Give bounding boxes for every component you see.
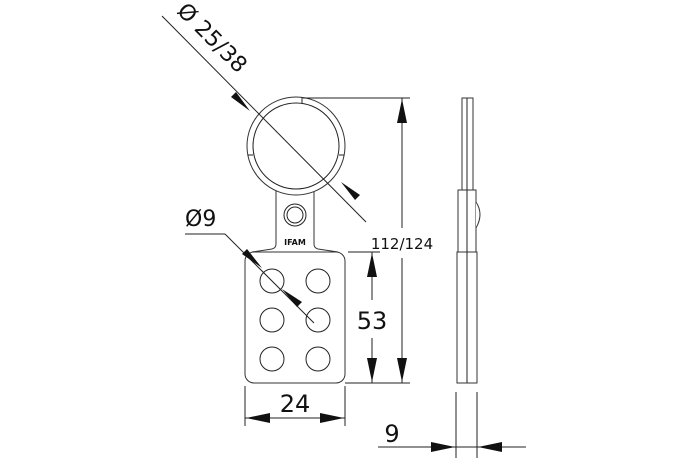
thickness-dimension: 9: [378, 392, 526, 458]
hole-diameter-label: Ø9: [185, 207, 216, 232]
front-view: IFAM: [244, 96, 346, 384]
padlock-hole: [305, 346, 331, 372]
ring-outer: [246, 96, 346, 196]
hasp-plate: [244, 251, 346, 384]
plate-width-label: 24: [280, 390, 311, 418]
padlock-hole: [259, 346, 285, 372]
padlock-hole: [259, 307, 285, 333]
hole-diameter-dimension: Ø9: [185, 207, 315, 324]
pivot-rivet-inner: [286, 206, 304, 224]
overall-height-label: 112/124: [371, 235, 433, 253]
plate-height-label: 53: [357, 307, 388, 335]
ring-inner: [252, 102, 340, 190]
brand-mark: IFAM: [284, 238, 306, 247]
thickness-label: 9: [384, 420, 399, 448]
padlock-hole: [259, 268, 285, 294]
overall-height-dimension: 112/124: [303, 97, 433, 384]
padlock-hole: [305, 268, 331, 294]
side-rivet-profile: [475, 201, 481, 229]
padlock-hole: [305, 307, 331, 333]
padlock-holes: [259, 268, 331, 372]
plate-width-dimension: 24: [244, 386, 346, 426]
pivot-rivet-outer: [283, 203, 307, 227]
side-view: [456, 97, 481, 384]
plate-height-dimension: 53: [348, 251, 388, 383]
